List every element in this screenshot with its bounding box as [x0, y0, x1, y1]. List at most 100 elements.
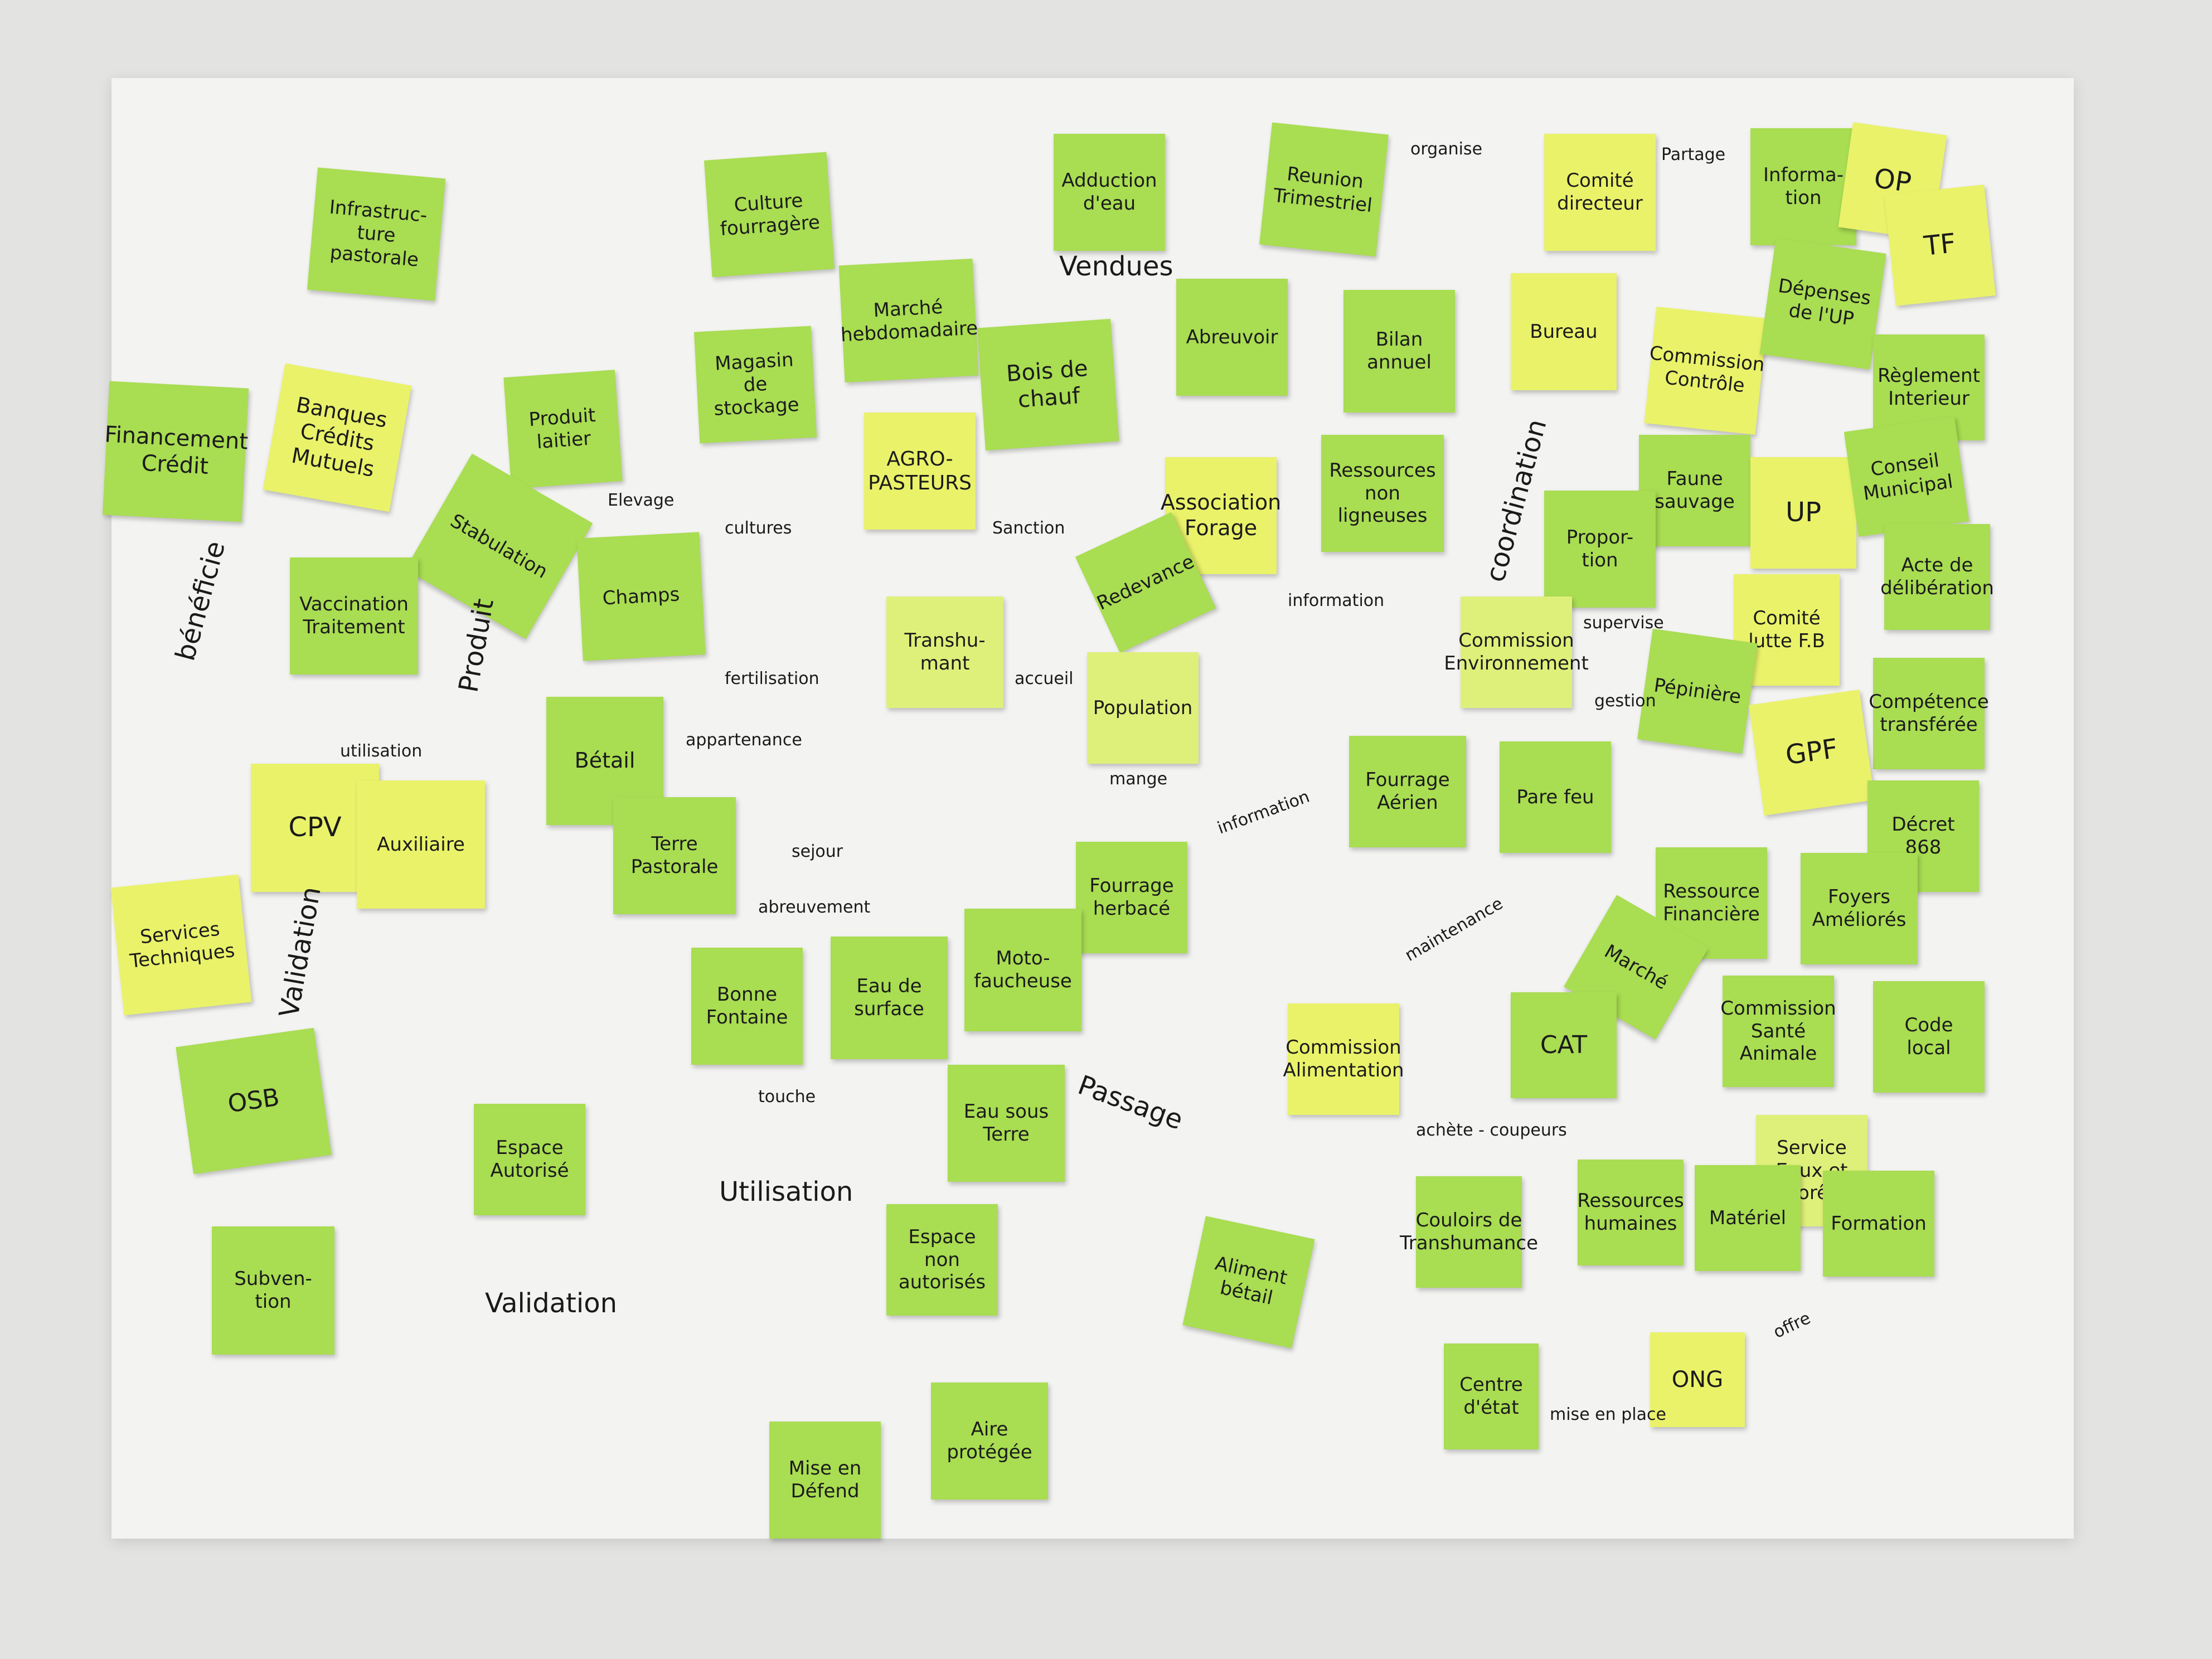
note-text: Banques Crédits Mutuels	[289, 392, 390, 482]
note-text: Fourrage Aérien	[1365, 769, 1450, 814]
note-text: Conseil Municipal	[1861, 449, 1954, 505]
note-infrastructure-pastorale: Infrastruc- ture pastorale	[307, 167, 446, 301]
note-information: Informa- tion	[1750, 128, 1856, 245]
note-text: CAT	[1540, 1030, 1588, 1059]
note-text: Abreuvoir	[1186, 326, 1278, 348]
label-partage: Partage	[1661, 145, 1726, 164]
label-vendues: Vendues	[1059, 251, 1173, 282]
note-text: Ressource Financière	[1663, 880, 1760, 925]
note-text: ONG	[1671, 1367, 1724, 1393]
note-text: Infrastruc- ture pastorale	[328, 196, 428, 272]
note-text: Population	[1093, 696, 1193, 719]
note-proportion: Propor- tion	[1544, 491, 1656, 608]
note-text: Vaccination Traitement	[299, 593, 409, 638]
note-cat: CAT	[1511, 992, 1617, 1098]
label-elevage: Elevage	[608, 491, 675, 510]
note-text: Marché hebdomadaire	[840, 295, 979, 347]
label-mise-en-place: mise en place	[1550, 1405, 1666, 1424]
note-bonne-fontaine: Bonne Fontaine	[691, 948, 803, 1065]
label-achete-coupeurs: achète - coupeurs	[1416, 1120, 1567, 1140]
note-produit-laitier: Produit laitier	[503, 370, 623, 489]
note-eau-sous-terre: Eau sous Terre	[948, 1065, 1065, 1182]
note-mise-en-defend: Mise en Défend	[769, 1422, 881, 1539]
label-utilisation: utilisation	[340, 741, 423, 761]
note-text: Adduction d'eau	[1061, 169, 1157, 215]
note-depenses-up: Dépenses de l'UP	[1759, 238, 1886, 370]
label-organise: organise	[1410, 139, 1483, 159]
note-text: Pare feu	[1516, 785, 1594, 808]
note-commission-environnement: Commission Environnement	[1444, 596, 1589, 708]
label-cultures: cultures	[725, 518, 792, 538]
note-gpf: GPF	[1749, 690, 1875, 816]
note-text: Culture fourragère	[719, 189, 821, 241]
note-text: Bilan annuel	[1367, 328, 1432, 373]
note-text: Règlement Interieur	[1878, 365, 1980, 410]
label-touche: touche	[758, 1087, 816, 1107]
label-validation-bottom: Validation	[485, 1288, 618, 1319]
note-fourrage-aerien: Fourrage Aérien	[1349, 736, 1466, 847]
note-ressources-humaines: Ressources humaines	[1577, 1160, 1684, 1265]
note-aire-protegee: Aire protégée	[931, 1382, 1048, 1500]
note-text: Champs	[601, 583, 681, 610]
note-population: Population	[1087, 652, 1199, 764]
note-text: Magasin de stockage	[713, 348, 800, 421]
note-text: AGRO- PASTEURS	[868, 447, 972, 494]
note-foyers-ameliores: Foyers Améliorés	[1801, 853, 1918, 964]
note-commission-controle: Commission Contrôle	[1644, 307, 1768, 435]
note-services-techniques: Services Techniques	[110, 874, 252, 1016]
label-gestion: gestion	[1594, 691, 1656, 711]
note-text: Auxiliaire	[377, 833, 465, 856]
note-tf: TF	[1884, 185, 1996, 306]
note-materiel: Matériel	[1695, 1165, 1801, 1271]
note-reunion-trimestriel: Reunion Trimestriel	[1259, 122, 1389, 257]
note-bois-chauf: Bois de chauf	[977, 318, 1119, 451]
note-text: Aliment bétail	[1213, 1252, 1289, 1310]
note-text: Moto- faucheuse	[974, 947, 1072, 992]
note-centre-etat: Centre d'état	[1444, 1343, 1539, 1449]
note-text: Redevance	[1093, 550, 1198, 615]
note-text: Commission Santé Animale	[1720, 997, 1836, 1065]
note-text: Faune sauvage	[1655, 468, 1735, 513]
note-text: Ressources humaines	[1577, 1190, 1684, 1235]
note-text: UP	[1785, 497, 1822, 528]
note-text: Subven- tion	[234, 1268, 312, 1313]
note-text: TF	[1922, 227, 1958, 263]
note-text: Couloirs de Transhumance	[1399, 1209, 1539, 1254]
note-up: UP	[1750, 457, 1856, 569]
note-banques-credits-mutuels: Banques Crédits Mutuels	[263, 363, 412, 512]
note-text: Marché	[1600, 940, 1672, 995]
note-ressources-non-ligneuses: Ressources non ligneuses	[1321, 435, 1444, 552]
note-text: Commission Contrôle	[1648, 342, 1766, 397]
note-terre-pastorale: Terre Pastorale	[613, 797, 736, 914]
note-champs: Champs	[576, 532, 706, 661]
note-agro-pasteurs: AGRO- PASTEURS	[864, 413, 976, 530]
note-fourrage-herbace: Fourrage herbacé	[1076, 842, 1187, 953]
label-supervise: supervise	[1583, 613, 1664, 633]
note-text: Bois de chauf	[1005, 356, 1089, 413]
note-faune-sauvage: Faune sauvage	[1639, 435, 1750, 546]
note-culture-fourragere: Culture fourragère	[704, 152, 835, 278]
note-text: Comité lutte F.B	[1748, 607, 1825, 652]
note-text: Services Techniques	[129, 918, 236, 973]
note-subvention: Subven- tion	[212, 1226, 334, 1355]
note-text: Espace non autorisés	[898, 1225, 986, 1294]
label-information: information	[1288, 591, 1385, 610]
note-text: Transhu- mant	[904, 629, 986, 675]
note-text: GPF	[1783, 733, 1840, 772]
note-text: Pépinière	[1652, 673, 1743, 709]
note-auxiliaire: Auxiliaire	[357, 780, 485, 909]
label-abreuvement: abreuvement	[758, 898, 871, 917]
note-text: Eau sous Terre	[963, 1100, 1049, 1146]
note-pare-feu: Pare feu	[1500, 741, 1611, 853]
note-conseil-municipal: Conseil Municipal	[1844, 416, 1970, 537]
note-text: Commission Environnement	[1444, 629, 1589, 675]
note-marche-hebdomadaire: Marché hebdomadaire	[838, 258, 979, 383]
note-espace-autorise: Espace Autorisé	[474, 1104, 585, 1215]
note-text: Stabulation	[447, 509, 552, 583]
note-text: Matériel	[1709, 1206, 1787, 1229]
note-code-local: Code local	[1873, 981, 1985, 1093]
label-accueil: accueil	[1015, 669, 1074, 688]
note-text: Financement Crédit	[104, 421, 249, 480]
note-text: CPV	[288, 812, 342, 843]
note-commission-sante-animale: Commission Santé Animale	[1720, 976, 1836, 1087]
